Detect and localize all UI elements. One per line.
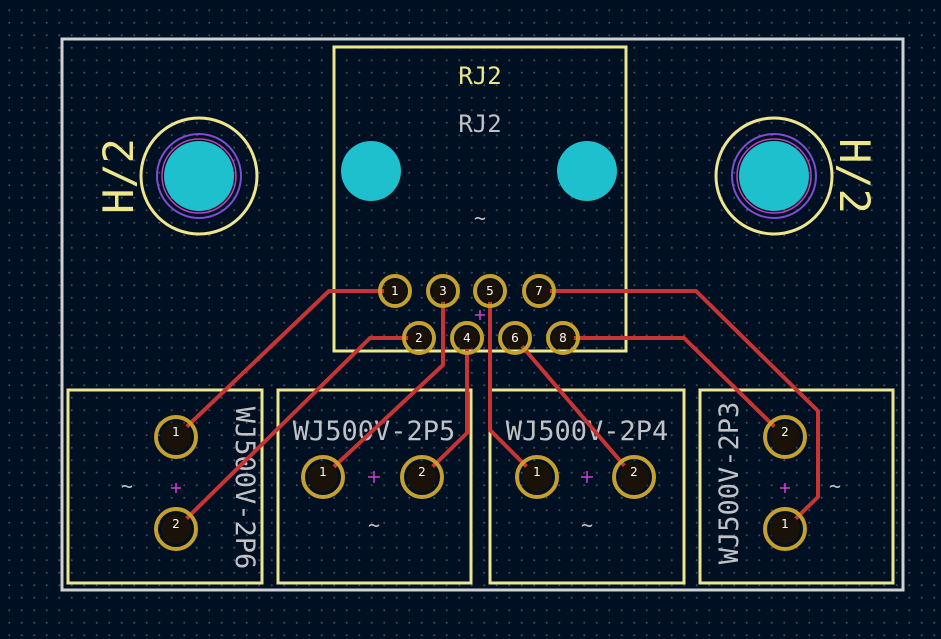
- terminal-p4-pad-1: 1: [515, 455, 559, 499]
- svg-text:2: 2: [418, 465, 426, 479]
- rj45-pad-4: 4: [450, 321, 484, 355]
- terminal-p6-pad-1: 1: [154, 415, 198, 459]
- rj45-silkscreen-body: [332, 45, 628, 353]
- rj45-ref-fab: RJ2: [458, 110, 501, 138]
- terminal-p5-pad-1: 1: [301, 455, 345, 499]
- svg-text:2: 2: [630, 465, 638, 479]
- svg-text:1: 1: [533, 465, 541, 479]
- terminal-p6-ref: WJ500V-2P6: [229, 407, 260, 570]
- mount-hole-left: [139, 116, 259, 236]
- rj45-pad-6: 6: [498, 321, 532, 355]
- svg-text:4: 4: [463, 331, 471, 345]
- mount-hole-right: [714, 116, 834, 236]
- rj45-pad-1: 1: [378, 274, 412, 308]
- svg-text:8: 8: [559, 331, 567, 345]
- svg-text:2: 2: [781, 425, 789, 439]
- rj45-pad-7: 7: [522, 274, 556, 308]
- rj45-ref-top: RJ2: [458, 62, 501, 90]
- mount-hole-right-label: H/2: [830, 138, 879, 214]
- terminal-p5-body: [276, 388, 473, 585]
- terminal-p6-pad-2: 2: [154, 507, 198, 551]
- mount-hole-left-label: H/2: [94, 138, 143, 214]
- svg-text:1: 1: [319, 465, 327, 479]
- rj45-locating-hole-right: [557, 141, 617, 201]
- svg-text:1: 1: [781, 517, 789, 531]
- terminal-p3-value-mark: ~: [829, 474, 841, 498]
- svg-text:7: 7: [535, 284, 543, 298]
- terminal-p5-value-mark: ~: [368, 513, 380, 537]
- anchor-marks: [171, 310, 790, 493]
- terminal-p3-ref: WJ500V-2P3: [714, 402, 745, 565]
- track-rj-pin1: [174, 289, 397, 439]
- rj45-pad-5: 5: [473, 274, 507, 308]
- terminal-p4-body: [488, 388, 686, 585]
- track-rj-pin5: [488, 289, 539, 479]
- svg-text:2: 2: [415, 331, 423, 345]
- terminal-p3-pad-2: 2: [763, 415, 807, 459]
- rj45-value-mark: ~: [474, 206, 486, 230]
- svg-text:5: 5: [486, 284, 494, 298]
- terminal-p3-pad-1: 1: [763, 507, 807, 551]
- rj45-pad-2: 2: [402, 321, 436, 355]
- rj45-locating-hole-left: [341, 141, 401, 201]
- track-rj-pin6: [513, 336, 636, 479]
- rj45-pad-3: 3: [426, 274, 460, 308]
- track-rj-pin7: [537, 289, 820, 531]
- rj45-pad-8: 8: [546, 321, 580, 355]
- terminal-p5-pad-2: 2: [400, 455, 444, 499]
- svg-text:6: 6: [511, 331, 519, 345]
- track-rj-pin8: [561, 336, 787, 439]
- svg-text:3: 3: [439, 284, 447, 298]
- board-outline: [60, 37, 905, 592]
- terminal-p6-body: [66, 388, 264, 585]
- svg-text:1: 1: [172, 425, 180, 439]
- svg-text:1: 1: [391, 284, 399, 298]
- track-rj-pin3: [321, 289, 445, 479]
- terminal-p4-value-mark: ~: [581, 513, 593, 537]
- terminal-p6-value-mark: ~: [121, 474, 133, 498]
- terminal-p4-pad-2: 2: [612, 455, 656, 499]
- svg-text:2: 2: [172, 517, 180, 531]
